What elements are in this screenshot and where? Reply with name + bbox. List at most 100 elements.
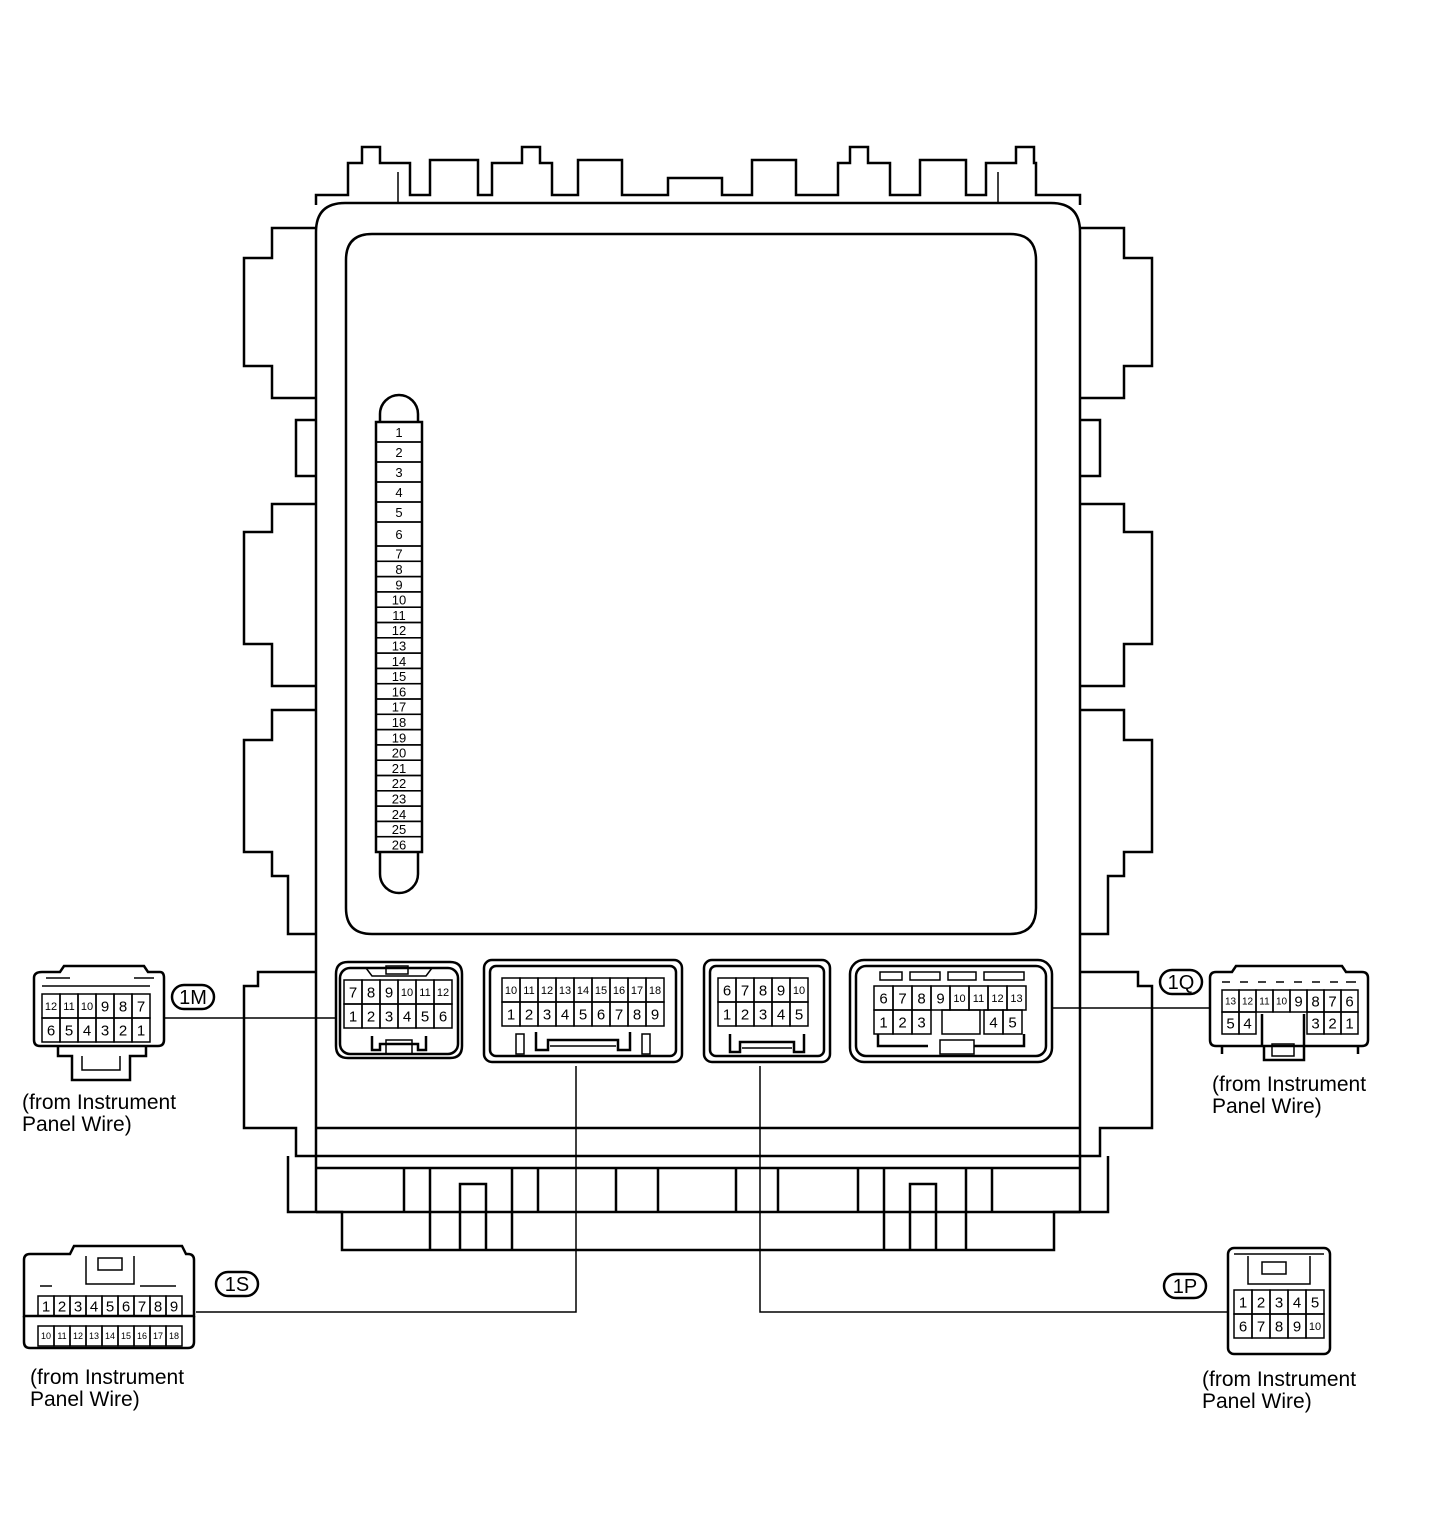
- left-side-brackets: [242, 226, 316, 936]
- socket-1s-pin: 1: [507, 1006, 515, 1023]
- socket-1m-pin: 10: [401, 987, 413, 999]
- fuse-number: 24: [392, 807, 406, 822]
- connector-1m-caption-line1: (from Instrument: [22, 1091, 176, 1114]
- socket-1m-pin: 6: [439, 1008, 447, 1025]
- connector-1s-caption-line1: (from Instrument: [30, 1366, 184, 1389]
- connector-1m-pin: 5: [65, 1022, 73, 1039]
- socket-1s-pin: 6: [597, 1006, 605, 1023]
- connector-1m-pin: 3: [101, 1022, 109, 1039]
- connector-1s-pin: 4: [90, 1298, 98, 1315]
- socket-1q-pin: 5: [1008, 1014, 1016, 1031]
- connector-1q-tag-badge: 1Q: [1158, 968, 1204, 996]
- socket-1p-pin: 6: [723, 982, 731, 999]
- connector-1m-pin: 10: [81, 1001, 93, 1013]
- socket-1s-pin: 5: [579, 1006, 587, 1023]
- connector-1p-caption-line1: (from Instrument: [1202, 1368, 1356, 1391]
- socket-1s-pin: 3: [543, 1006, 551, 1023]
- fuse-strip: 1234567891011121314151617181920212223242…: [374, 393, 424, 895]
- connector-1s-pin: 1: [42, 1298, 50, 1315]
- socket-1p-pin: 3: [759, 1006, 767, 1023]
- connector-1s-pin: 8: [154, 1298, 162, 1315]
- connector-1p-pin: 6: [1239, 1318, 1247, 1335]
- socket-1m-pin: 5: [421, 1008, 429, 1025]
- socket-1q-pin: 6: [879, 990, 887, 1007]
- connector-1s-tag: 1S: [225, 1274, 249, 1296]
- connector-1p-pin: 8: [1275, 1318, 1283, 1335]
- leader-lines: [164, 1007, 1228, 1313]
- connector-1q-pin: 6: [1345, 993, 1353, 1010]
- fuse-number: 7: [395, 547, 402, 562]
- connector-1p-tag-badge: 1P: [1162, 1272, 1208, 1300]
- socket-1q-pin: 4: [989, 1014, 997, 1031]
- connector-1p-pin: 7: [1257, 1318, 1265, 1335]
- connector-1m-pin: 1: [137, 1022, 145, 1039]
- socket-1q-pin: 13: [1010, 993, 1022, 1005]
- connector-1s-pin: 13: [89, 1331, 99, 1341]
- socket-1s-pin: 16: [613, 985, 625, 997]
- socket-1s-pin-cell: [645, 1001, 665, 1027]
- connector-1m-caption-line2: Panel Wire): [22, 1113, 132, 1136]
- connector-1q-pin: 11: [1259, 997, 1270, 1008]
- connector-1q-pin: 8: [1311, 993, 1319, 1010]
- fuse-number: 8: [395, 562, 402, 577]
- socket-1m-pin: 9: [385, 984, 393, 1001]
- connector-1s-pin: 3: [74, 1298, 82, 1315]
- socket-1m-pin: 4: [403, 1008, 411, 1025]
- socket-1p-pin: 7: [741, 982, 749, 999]
- socket-1m-pin: 11: [419, 987, 430, 999]
- connector-1s-pin: 15: [121, 1331, 131, 1341]
- socket-1s-pin: 10: [505, 985, 517, 997]
- socket-1p-pin: 8: [759, 982, 767, 999]
- right-side-brackets: [1080, 226, 1154, 936]
- connector-1p-pin: 4: [1293, 1294, 1301, 1311]
- connector-1q-pin: 9: [1294, 993, 1302, 1010]
- socket-1s-pin: 7: [615, 1006, 623, 1023]
- connector-1s-pin: 12: [73, 1331, 83, 1341]
- fuse-number: 18: [392, 715, 406, 730]
- connector-1q-pin: 12: [1242, 997, 1254, 1008]
- fuse-number: 17: [392, 700, 406, 715]
- fuse-number: 15: [392, 669, 406, 684]
- socket-1s-pin: 15: [595, 985, 607, 997]
- socket-1m-pin-cell: [433, 1003, 453, 1029]
- connector-1s-caption-line2: Panel Wire): [30, 1388, 140, 1411]
- connector-1m-pin: 9: [101, 998, 109, 1015]
- fuse-number: 11: [392, 608, 406, 623]
- fuse-number: 20: [392, 746, 406, 761]
- connector-1s-pin: 10: [41, 1331, 51, 1341]
- fuse-number: 9: [395, 577, 402, 592]
- connector-1q-caption-line2: Panel Wire): [1212, 1095, 1322, 1118]
- bottom-housing: [286, 1156, 1110, 1252]
- connector-1s-pin: 6: [122, 1298, 130, 1315]
- socket-1s-pin: 2: [525, 1006, 533, 1023]
- fuse-number: 1: [395, 425, 402, 440]
- socket-1p-pin: 4: [777, 1006, 785, 1023]
- connector-1q-pin-cell: [1340, 1011, 1359, 1035]
- socket-1s-pin: 18: [649, 985, 661, 997]
- connector-1q-pin: 5: [1226, 1015, 1234, 1032]
- socket-1s-pin: 11: [523, 985, 534, 997]
- fuse-number: 14: [392, 654, 406, 669]
- socket-1q-pin: 7: [898, 990, 906, 1007]
- socket-1q-pin: 3: [917, 1014, 925, 1031]
- connector-1m-pin: 12: [45, 1001, 57, 1013]
- connector-1m-pin: 8: [119, 998, 127, 1015]
- socket-1s-pin: 9: [651, 1006, 659, 1023]
- connector-1p-pin: 10: [1309, 1321, 1321, 1333]
- socket-1p-pin: 2: [741, 1006, 749, 1023]
- connector-1s-pin: 18: [169, 1331, 179, 1341]
- connector-1m-pin: 2: [119, 1022, 127, 1039]
- socket-1q-pin: 12: [991, 993, 1003, 1005]
- connector-1p-pin: 9: [1293, 1318, 1301, 1335]
- connector-1s-pin: 2: [58, 1298, 66, 1315]
- socket-1s-pin: 12: [541, 985, 553, 997]
- fuse-number: 16: [392, 684, 406, 699]
- lower-side-skirts: [242, 970, 1154, 1158]
- connector-1p-tag: 1P: [1173, 1276, 1197, 1298]
- connector-1p-pin: 5: [1311, 1294, 1319, 1311]
- fuse-number: 13: [392, 638, 406, 653]
- socket-1m-pin: 1: [349, 1008, 357, 1025]
